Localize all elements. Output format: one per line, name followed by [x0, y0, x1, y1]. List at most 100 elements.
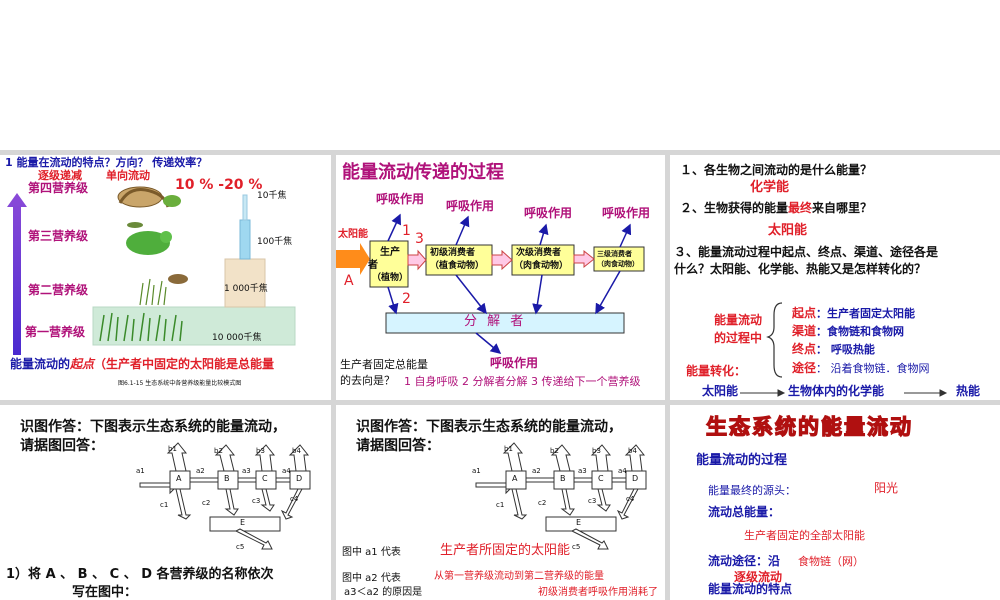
respiration-3: 呼吸作用 [524, 206, 573, 220]
start-key: 起点 [792, 306, 817, 320]
flow-number-3: 3 [415, 231, 424, 247]
a3-answer: 初级消费者呼吸作用消耗了 [538, 587, 658, 598]
prompt-line-2: 请据图回答： [356, 438, 440, 454]
trait-overlap: 逐级流动 [734, 570, 783, 584]
label-b3: b3 [592, 447, 601, 455]
level-1-label: 第一营养级 [25, 325, 86, 339]
label-b2: b2 [550, 447, 559, 455]
question-2-pre: ２、生物获得的能量 [680, 201, 789, 215]
node-b: B [224, 474, 230, 483]
node-a: A [512, 474, 518, 483]
slide-diagram-question-2[interactable]: 识图作答：下图表示生态系统的能量流动， 请据图回答： A B C D E a1 … [336, 405, 665, 600]
end-key: 终点 [792, 342, 817, 356]
slide-energy-flow-process[interactable]: 能量流动传递的过程 太阳能 呼吸作用 呼吸作用 呼吸作用 呼吸作用 生产 者 （… [336, 155, 665, 400]
efficiency-text: 10 % -20 % [175, 177, 263, 193]
route-value: 食物链（网） [798, 555, 864, 568]
start-word: 起点 [70, 357, 95, 371]
label-c1: c1 [160, 501, 169, 509]
conversion-chemical: 生物体内的化学能 [788, 384, 885, 398]
label-b1: b1 [168, 445, 177, 453]
respiration-1: 呼吸作用 [376, 192, 425, 206]
slide-energy-summary[interactable]: 生态系统的能量流动 能量流动的过程 能量最终的源头： 阳光 流动总能量： 生产者… [670, 405, 1000, 600]
energy-level-2: 1 000千焦 [224, 284, 268, 294]
route-key: 流动途径：沿 [708, 554, 781, 568]
prompt-line-1: 识图作答：下图表示生态系统的能量流动， [20, 419, 286, 435]
respiration-2: 呼吸作用 [446, 199, 495, 213]
label-c2: c2 [202, 499, 211, 507]
start-point-line: 能量流动的起点（生产者中固定的太阳能是总能量 [10, 357, 275, 372]
flow-chart-2 [475, 442, 647, 550]
channel-key: 渠道 [792, 324, 817, 338]
label-c5: c5 [236, 543, 245, 551]
energy-level-4: 10千焦 [257, 191, 287, 201]
answer-text: 1 自身呼吸 2 分解者分解 3 传递给下一个营养级 [404, 375, 641, 388]
question-line-1: 生产者固定总能量 [340, 358, 428, 371]
label-b2: b2 [214, 447, 223, 455]
end-value: ： 呼吸热能 [816, 343, 875, 356]
source-key: 能量最终的源头： [708, 484, 796, 497]
producer-label-a: 生产 [380, 247, 400, 258]
conversion-label: 能量转化： [686, 364, 747, 378]
start-value: ：生产者固定太阳能 [816, 307, 916, 320]
slide-title: 生态系统的能量流动 [705, 414, 913, 439]
flow-letter-a: A [344, 273, 354, 289]
node-c: C [598, 474, 604, 483]
slide-energy-pyramid[interactable]: 1 能量在流动的特点？方向？ 传递效率？ 逐级递减 单向流动 10 % -20 … [0, 155, 331, 400]
label-a4: a4 [282, 467, 291, 475]
slide-energy-questions[interactable]: １、各生物之间流动的是什么能量？ 化学能 ２、生物获得的能量最终来自哪里？ 太阳… [670, 155, 1000, 400]
label-c4: c4 [626, 495, 635, 503]
a1-question: 图中 a1 代表 [342, 547, 401, 558]
a2-question: 图中 a2 代表 [342, 573, 401, 584]
consumer3-label-a: 三级消费者 [597, 250, 632, 258]
total-value: 生产者固定的全部太阳能 [744, 529, 865, 542]
label-b4: b4 [628, 447, 637, 455]
answer-1: 化学能 [750, 180, 790, 195]
consumer2-label-b: （肉食动物） [514, 261, 569, 271]
total-key: 流动总能量： [708, 505, 781, 519]
question-2-post: 来自哪里？ [812, 201, 873, 215]
label-c3: c3 [252, 497, 261, 505]
question-3-line-1: ３、能量流动过程中起点、终点、渠道、途径各是 [674, 245, 939, 259]
route-value: ： 沿着食物链．食物网 [816, 362, 930, 375]
node-a: A [176, 474, 182, 483]
flow-number-2: 2 [402, 291, 411, 307]
process-label-1: 能量流动 [714, 313, 763, 327]
source-value: 阳光 [874, 481, 899, 495]
route-key: 途径 [792, 361, 817, 375]
start-prefix: 能量流动的 [10, 357, 71, 371]
slide-diagram-question-1[interactable]: 识图作答：下图表示生态系统的能量流动， 请据图回答： A B C D E a1 … [0, 405, 331, 600]
node-b: B [560, 474, 566, 483]
start-suffix: （生产者中固定的太阳能是总能量 [94, 357, 275, 371]
node-e: E [240, 518, 246, 527]
question-line-2: 写在图中： [72, 585, 138, 600]
a3-question: a3＜a2 的原因是 [344, 587, 423, 598]
node-d: D [296, 474, 303, 483]
process-label-2: 的过程中 [714, 331, 763, 345]
label-a1: a1 [472, 467, 481, 475]
question-1: １、各生物之间流动的是什么能量？ [680, 163, 873, 177]
flow-number-1: 1 [402, 223, 411, 239]
label-c5: c5 [572, 543, 581, 551]
energy-level-1: 10 000千焦 [212, 333, 262, 343]
node-c: C [262, 474, 268, 483]
question-text: 1 能量在流动的特点？方向？ 传递效率？ [5, 156, 208, 169]
conversion-sun: 太阳能 [702, 384, 739, 398]
label-a3: a3 [242, 467, 251, 475]
label-c2: c2 [538, 499, 547, 507]
consumer1-label-b: （植食动物） [430, 261, 485, 271]
route-row: 途径： 沿着食物链．食物网 [792, 361, 930, 376]
node-e: E [576, 518, 582, 527]
label-c4: c4 [290, 495, 299, 503]
prompt-line-2: 请据图回答： [20, 438, 104, 454]
producer-label-b: 者 [368, 260, 378, 271]
node-d: D [632, 474, 639, 483]
question-3-line-2: 什么？太阳能、化学能、热能又是怎样转化的？ [674, 262, 927, 276]
question-line-2: 的去向是？ [340, 374, 395, 387]
label-b4: b4 [292, 447, 301, 455]
trait-one-way: 单向流动 [106, 169, 150, 182]
question-2: ２、生物获得的能量最终来自哪里？ [680, 201, 873, 216]
label-a2: a2 [196, 467, 205, 475]
label-b1: b1 [504, 445, 513, 453]
a2-answer: 从第一营养级流动到第二营养级的能量 [434, 571, 604, 582]
trait-key: 能量流动的特点 [708, 582, 793, 596]
